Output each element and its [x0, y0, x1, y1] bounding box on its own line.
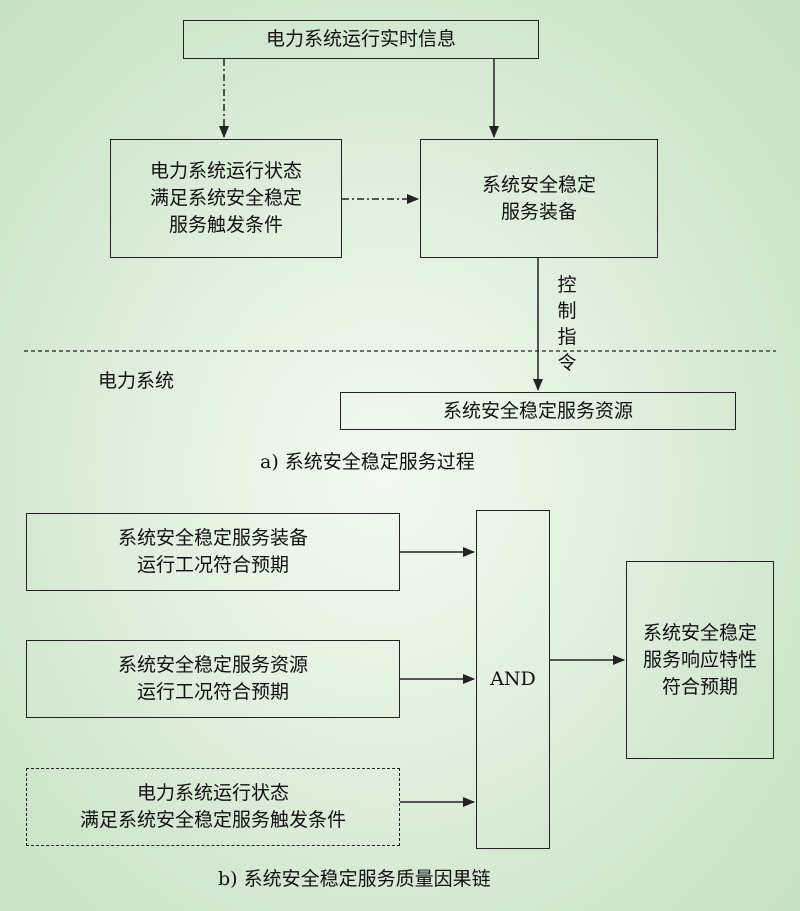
response-output-box: 系统安全稳定 服务响应特性 符合预期 [626, 561, 774, 759]
service-equipment-box: 系统安全稳定 服务装备 [420, 139, 658, 258]
power-system-label: 电力系统 [98, 370, 175, 392]
service-equipment-text: 系统安全稳定 服务装备 [481, 173, 596, 223]
and-gate-box: AND [476, 510, 550, 849]
response-output-text: 系统安全稳定 服务响应特性 符合预期 [642, 621, 757, 698]
caption-b: b) 系统安全稳定服务质量因果链 [218, 868, 491, 890]
equipment-condition-box: 系统安全稳定服务装备 运行工况符合预期 [26, 513, 400, 591]
trigger-condition-box: 电力系统运行状态 满足系统安全稳定 服务触发条件 [110, 139, 342, 258]
service-resource-box: 系统安全稳定服务资源 [340, 392, 736, 430]
and-gate-text: AND [490, 668, 536, 690]
trigger-condition-text: 电力系统运行状态 满足系统安全稳定 服务触发条件 [149, 160, 302, 236]
equipment-condition-text: 系统安全稳定服务装备 运行工况符合预期 [117, 527, 308, 576]
resource-condition-text: 系统安全稳定服务资源 运行工况符合预期 [117, 654, 308, 703]
trigger-condition-dashed-text: 电力系统运行状态 满足系统安全稳定服务触发条件 [79, 782, 346, 831]
resource-condition-box: 系统安全稳定服务资源 运行工况符合预期 [26, 640, 400, 718]
realtime-info-box: 电力系统运行实时信息 [183, 20, 539, 59]
caption-a: a) 系统安全稳定服务过程 [260, 451, 475, 473]
trigger-condition-dashed-box: 电力系统运行状态 满足系统安全稳定服务触发条件 [26, 768, 400, 846]
control-command-label: 控制指令 [557, 274, 577, 374]
service-resource-text: 系统安全稳定服务资源 [442, 399, 633, 422]
realtime-info-text: 电力系统运行实时信息 [265, 28, 456, 50]
